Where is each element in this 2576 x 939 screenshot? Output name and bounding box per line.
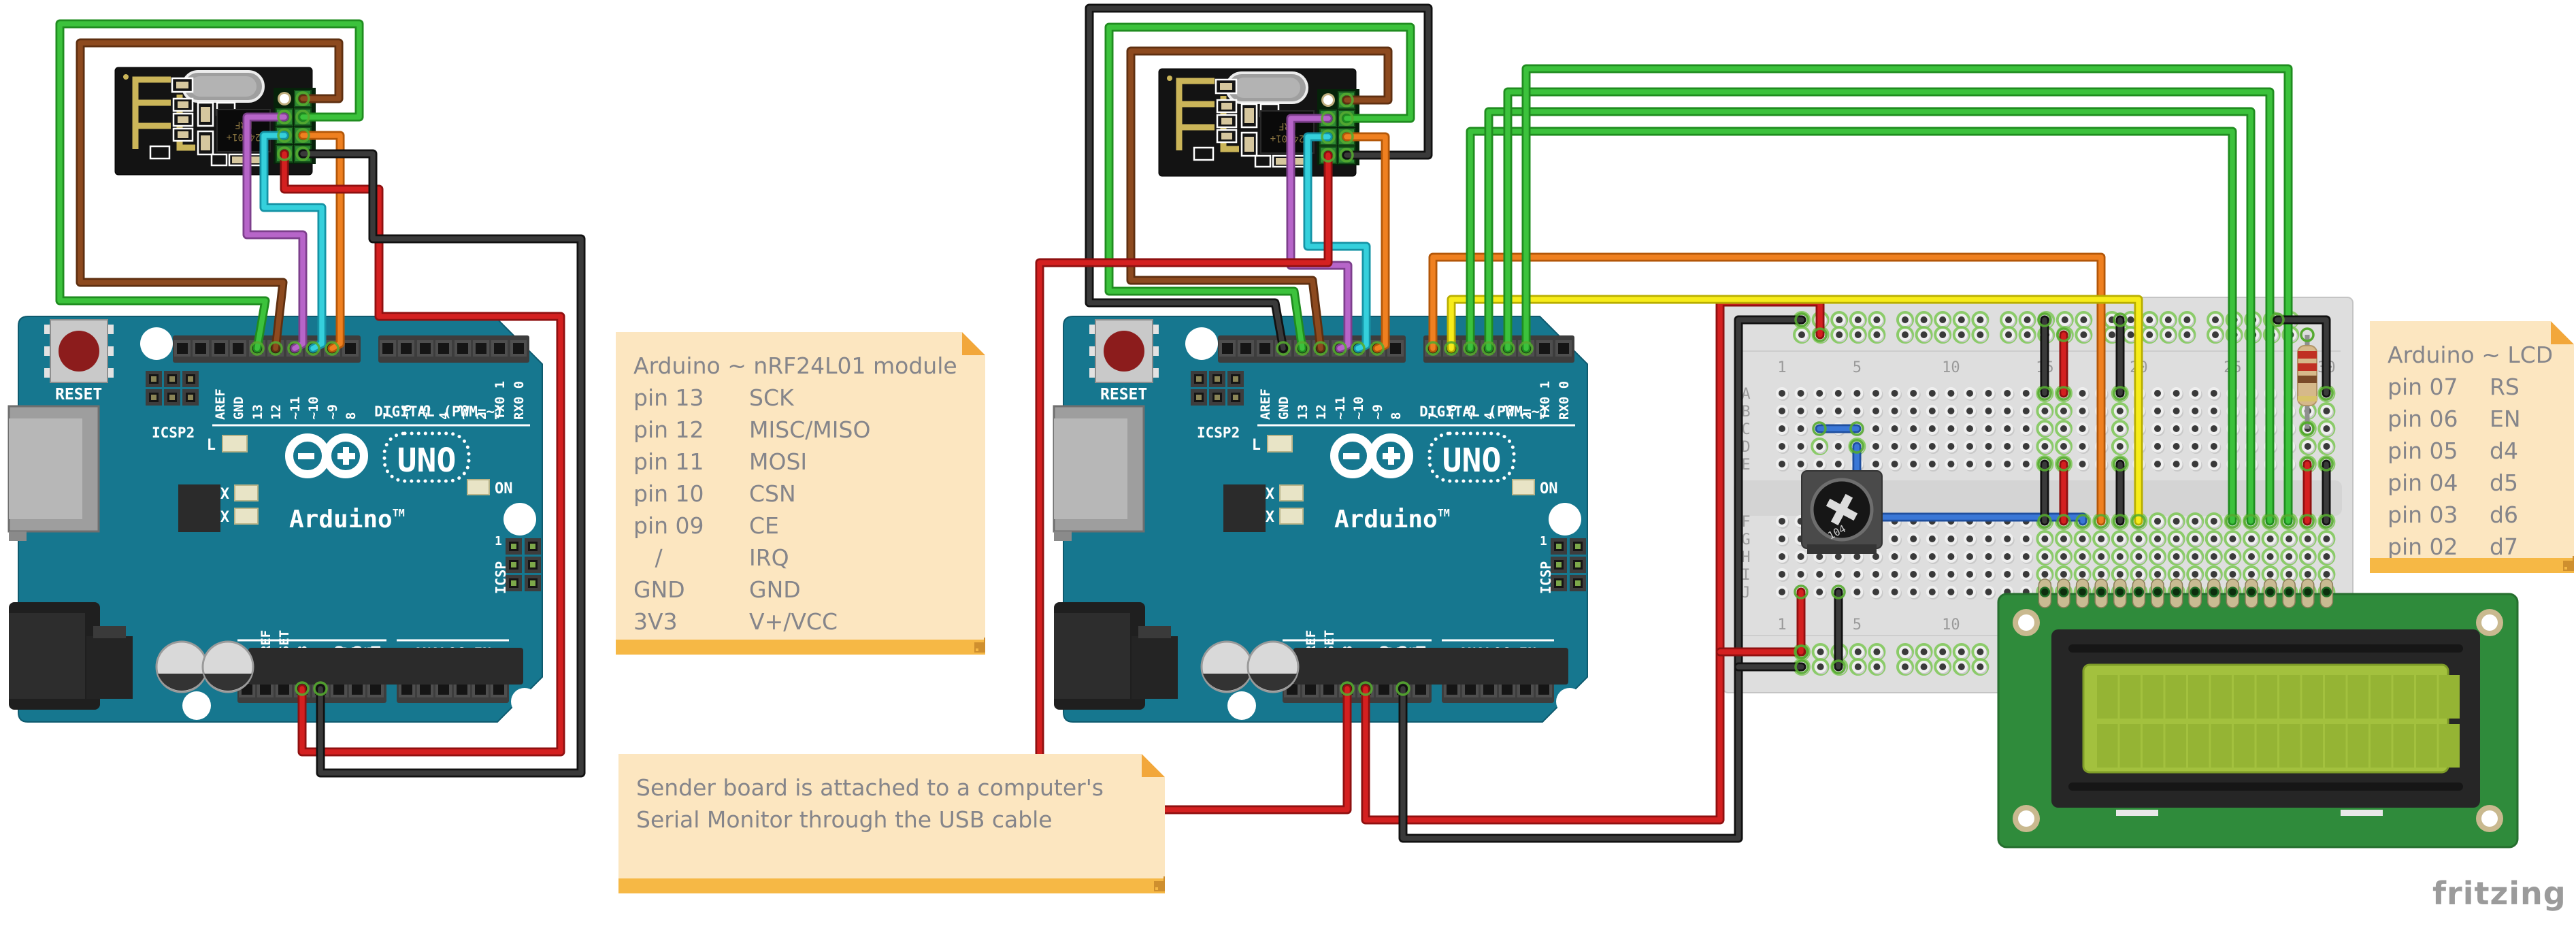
note-row-pin: pin 12 [633, 416, 704, 443]
note-row-pin: pin 11 [633, 448, 704, 475]
note-row-signal: d7 [2490, 533, 2518, 560]
note-row-signal: d6 [2490, 501, 2518, 528]
wire-pin4-d5[interactable] [1484, 107, 2256, 526]
note-text-line: Serial Monitor through the USB cable [636, 806, 1053, 833]
lcd-mount-holes [2013, 609, 2503, 832]
lcd-bezel-groove [2068, 782, 2463, 791]
wire-sender-miso[interactable] [76, 38, 344, 353]
note-row-pin: pin 05 [2388, 438, 2458, 464]
lcd-character-grid [2097, 675, 2460, 768]
note-row-pin: pin 09 [633, 512, 704, 539]
svg-text:G: G [1741, 531, 1750, 548]
note-title: Arduino ~ LCD [2388, 342, 2554, 368]
note-footer-bar [2370, 558, 2574, 573]
wire-recv-csn[interactable] [1303, 132, 1371, 353]
note-row-pin: 3V3 [633, 608, 678, 635]
note-lcd-pinout[interactable]: Arduino ~ LCD pin 07 RS pin 06 EN pin 05 d4 pin… [2370, 321, 2574, 573]
wire-pin7-rs[interactable] [1428, 252, 2106, 526]
note-row-pin: pin 04 [2388, 469, 2458, 496]
svg-text:E: E [1741, 457, 1750, 474]
note-row-signal: MISC/MISO [749, 416, 871, 443]
note-row-signal: d5 [2490, 469, 2518, 496]
svg-text:H: H [1741, 549, 1750, 566]
svg-text:A: A [1741, 386, 1750, 403]
svg-text:I: I [1741, 567, 1750, 584]
svg-text:F: F [1741, 514, 1750, 531]
wire-sender-sck[interactable] [55, 19, 364, 353]
fritzing-watermark: fritzing [2432, 875, 2566, 912]
arduino-receiver[interactable] [1054, 316, 1587, 722]
connection-rings [250, 91, 2334, 696]
lcd-pin-header [2038, 578, 2334, 608]
note-row-pin: / [633, 544, 663, 571]
note-row-pin: pin 02 [2388, 533, 2458, 560]
wire-pin6-en[interactable] [1447, 295, 2143, 526]
note-row-pin: pin 03 [2388, 501, 2458, 528]
note-row-signal: CSN [749, 480, 796, 507]
svg-text:1: 1 [1777, 616, 1786, 633]
wire-pin3-d6[interactable] [1503, 87, 2275, 526]
wire-gnd-toprail[interactable] [1398, 315, 1806, 843]
note-row-signal: GND [749, 576, 801, 603]
svg-text:5: 5 [1853, 616, 1862, 633]
note-row-signal: MOSI [749, 448, 808, 475]
wire-pin5-d4[interactable] [1466, 127, 2237, 526]
svg-text:B: B [1741, 403, 1750, 421]
trimmer-potentiometer[interactable]: 104 [1801, 470, 1883, 554]
note-row-signal: CE [749, 512, 779, 539]
note-footer-bar [616, 640, 985, 655]
wire-sender-ce[interactable] [298, 131, 345, 353]
wire-layer [55, 3, 2331, 843]
note-row-pin: GND [633, 576, 685, 603]
arduino-sender[interactable] [9, 316, 542, 722]
note-row-signal: V+/VCC [749, 608, 838, 635]
note-row-signal: RS [2490, 374, 2520, 400]
note-row-signal: d4 [2490, 438, 2518, 464]
note-row-signal: EN [2490, 406, 2521, 432]
note-nrf-pinout[interactable]: Arduino ~ nRF24L01 module pin 13 SCK pin 12… [616, 332, 985, 655]
svg-text:10: 10 [1942, 616, 1960, 633]
note-row-pin: pin 10 [633, 480, 704, 507]
note-footer-bar [618, 878, 1165, 893]
svg-text:D: D [1741, 439, 1750, 456]
note-row-signal: SCK [749, 384, 794, 411]
note-row-pin: pin 06 [2388, 406, 2458, 432]
note-drag-handle[interactable] [976, 648, 978, 651]
note-row-pin: pin 07 [2388, 374, 2458, 400]
wire-recv-vcc-3v3[interactable] [1035, 150, 1352, 814]
note-drag-handle[interactable] [2564, 567, 2567, 570]
wire-sender-gnd[interactable] [298, 149, 586, 778]
note-title: Arduino ~ nRF24L01 module [633, 352, 957, 379]
wire-pin2-d7[interactable] [1521, 64, 2293, 526]
wire-recv-sck[interactable] [1104, 22, 1415, 353]
note-drag-handle[interactable] [1155, 887, 1158, 890]
note-sender[interactable]: Sender board is attached to a computer's… [618, 754, 1165, 893]
note-text-line: Sender board is attached to a computer's [636, 774, 1104, 801]
wire-5v-toprail[interactable] [1361, 297, 1825, 825]
svg-text:1: 1 [1777, 359, 1786, 376]
note-row-signal: IRQ [749, 544, 789, 571]
wire-recv-miso[interactable] [1126, 46, 1393, 353]
svg-text:C: C [1741, 421, 1750, 438]
lcd-bezel-groove [2068, 644, 2463, 653]
svg-text:J: J [1741, 584, 1750, 602]
wire-sender-csn[interactable] [259, 131, 327, 353]
lcd-16x2[interactable] [1997, 578, 2519, 849]
wire-recv-gnd-loop[interactable] [1085, 3, 1433, 353]
resistor-backlight[interactable] [2297, 335, 2317, 429]
wire-recv-ce[interactable] [1342, 132, 1390, 353]
pot-screw-slot [1826, 493, 1858, 526]
note-row-pin: pin 13 [633, 384, 704, 411]
svg-text:10: 10 [1942, 359, 1960, 376]
svg-text:5: 5 [1853, 359, 1862, 376]
wire-sender-mosi[interactable] [242, 112, 308, 353]
wire-sender-vcc[interactable] [280, 149, 565, 757]
jumper-gnd-a30[interactable] [2273, 315, 2331, 398]
